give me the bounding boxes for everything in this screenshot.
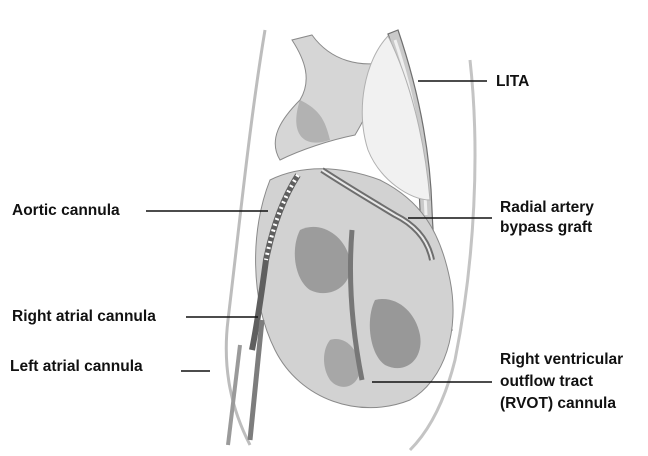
- label-rvot-line1: Right ventricular: [500, 350, 623, 369]
- label-rvot-line2: outflow tract: [500, 372, 593, 391]
- label-radial-artery-line1: Radial artery: [500, 198, 594, 217]
- label-rvot-line3: (RVOT) cannula: [500, 394, 616, 413]
- label-aortic-cannula: Aortic cannula: [12, 201, 120, 220]
- label-lita: LITA: [496, 72, 529, 91]
- label-right-atrial-cannula: Right atrial cannula: [12, 307, 156, 326]
- left-atrial-cannula-tube: [228, 345, 240, 445]
- label-left-atrial-cannula: Left atrial cannula: [10, 357, 143, 376]
- label-radial-artery-line2: bypass graft: [500, 218, 592, 237]
